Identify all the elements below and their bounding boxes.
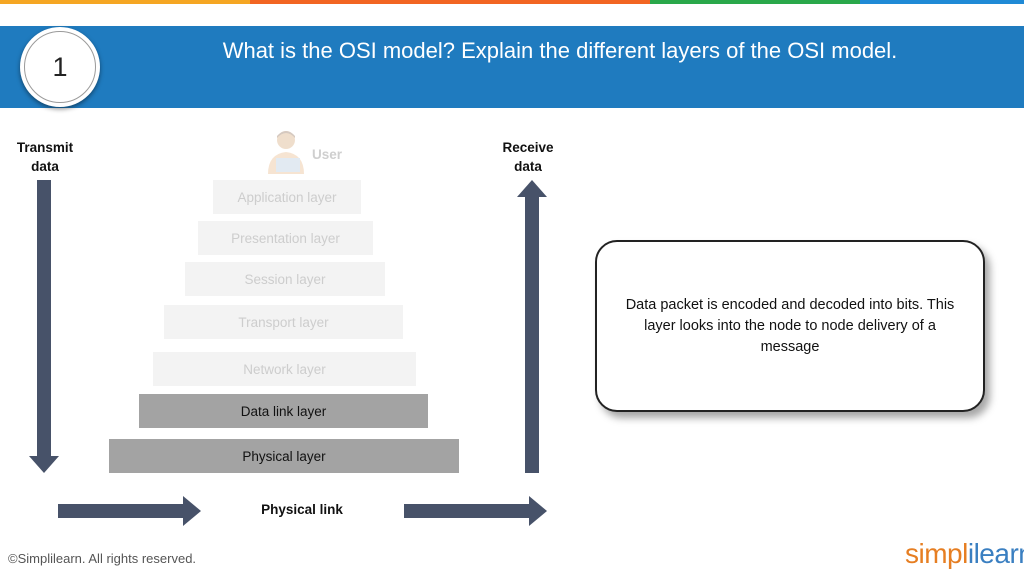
question-number-badge: 1	[20, 27, 100, 107]
stripe-blue	[860, 0, 1024, 4]
physical-link-label: Physical link	[261, 502, 343, 517]
top-color-stripe	[0, 0, 1024, 4]
logo-bar: i	[967, 538, 974, 569]
transmit-arrow-shaft	[37, 180, 51, 458]
stripe-red	[250, 0, 650, 4]
layer-application: Application layer	[213, 180, 361, 214]
layer-transport: Transport layer	[164, 305, 403, 339]
physical-link-arrow-right-head	[529, 496, 547, 526]
stripe-green	[650, 0, 860, 4]
user-label: User	[312, 147, 343, 162]
layer-data-link: Data link layer	[139, 394, 428, 428]
receive-data-label: Receive data	[502, 140, 554, 174]
slide-title: What is the OSI model? Explain the diffe…	[222, 38, 898, 63]
title-banner	[0, 26, 1024, 108]
layer-presentation: Presentation layer	[198, 221, 373, 255]
stripe-orange	[0, 0, 250, 4]
user-icon	[268, 131, 304, 174]
receive-arrow-shaft	[525, 196, 539, 473]
simplilearn-logo: simplilearn	[905, 538, 1024, 570]
layer-session: Session layer	[185, 262, 385, 296]
logo-simpl: simpl	[905, 538, 968, 569]
layer-physical: Physical layer	[109, 439, 459, 473]
physical-link-arrow-right-shaft	[404, 504, 530, 518]
receive-arrow-head	[517, 180, 547, 197]
layer-description-text: Data packet is encoded and decoded into …	[625, 296, 955, 355]
physical-link-arrow-left-shaft	[58, 504, 184, 518]
copyright-text: ©Simplilearn. All rights reserved.	[8, 551, 197, 566]
layer-description-box: Data packet is encoded and decoded into …	[595, 240, 985, 412]
physical-link-arrow-left-head	[183, 496, 201, 526]
transmit-arrow-head	[29, 456, 59, 473]
layer-network: Network layer	[153, 352, 416, 386]
question-number: 1	[24, 31, 96, 103]
logo-learn: learn	[973, 538, 1024, 569]
transmit-data-label: Transmit data	[16, 140, 74, 174]
